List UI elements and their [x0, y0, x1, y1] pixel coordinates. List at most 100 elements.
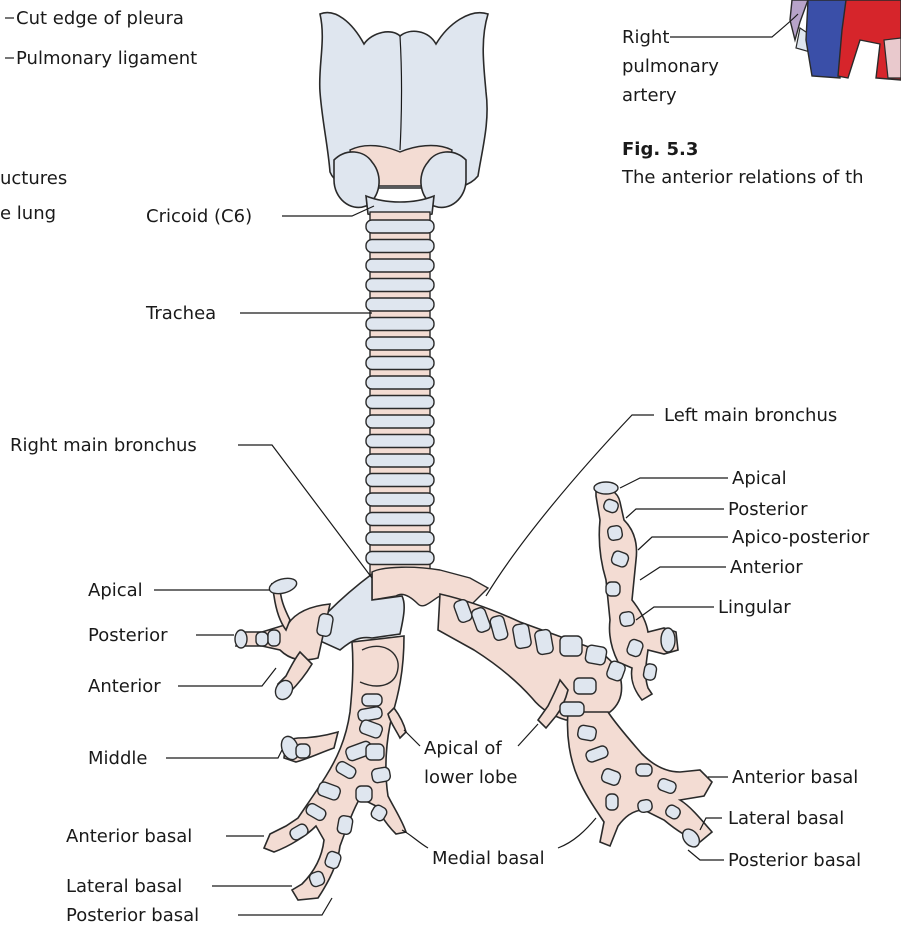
cartilage-plate [256, 632, 268, 646]
leader-right-posterior-basal [238, 898, 332, 915]
label-structures-fragment-1: uctures [0, 168, 67, 189]
tracheal-ring [366, 415, 434, 428]
cartilage-plate [606, 582, 620, 596]
label-trachea: Trachea [145, 303, 216, 324]
leader-left-posterior [626, 509, 724, 518]
label-left-posterior-basal: Posterior basal [728, 850, 861, 871]
cartilage-plate [637, 799, 653, 813]
leader-right-pulmonary-artery [670, 14, 798, 37]
cartilage-plate [577, 725, 597, 742]
cartilage-plate [643, 663, 658, 681]
tracheal-ring [366, 279, 434, 292]
label-middle: Middle [88, 748, 147, 769]
figure-caption: The anterior relations of th [621, 167, 864, 188]
label-right-apical: Apical [88, 580, 143, 601]
label-left-posterior: Posterior [728, 499, 808, 520]
tracheal-ring [366, 435, 434, 448]
cartilage-plate [534, 629, 554, 655]
left-apical-ring [594, 482, 618, 494]
label-left-main-bronchus: Left main bronchus [664, 405, 837, 426]
label-medial-basal: Medial basal [432, 848, 545, 869]
tracheal-ring [366, 454, 434, 467]
cartilage-plate [636, 764, 652, 776]
cartilage-plate [337, 815, 354, 835]
leader-apical-lower-left [518, 724, 538, 746]
tracheal-ring [366, 357, 434, 370]
leader-medial-basal-right [402, 830, 428, 848]
cartilage-plate [356, 786, 372, 802]
label-apico-posterior: Apico-posterior [732, 527, 870, 548]
label-structures-fragment-2: e lung [0, 203, 56, 224]
cartilage-plate [606, 794, 618, 810]
trachea [366, 212, 434, 580]
label-left-apical: Apical [732, 468, 787, 489]
label-artery-line1: Right [622, 27, 669, 48]
right-bronchus-loop [360, 646, 398, 686]
right-segment-labels: Apical Posterior Anterior Middle Anterio… [66, 580, 199, 926]
cartilage-plate [316, 613, 334, 637]
cartilage-plate [585, 644, 608, 665]
label-cut-edge: Cut edge of pleura [16, 8, 184, 29]
tracheal-ring [366, 396, 434, 409]
leader-right-anterior [178, 668, 276, 686]
tracheal-ring [366, 532, 434, 545]
right-bronchial-tree [235, 574, 406, 900]
right-posterior-ring [235, 630, 247, 648]
label-apical-lower-1: Apical of [424, 738, 502, 759]
tracheal-ring [366, 259, 434, 272]
left-lingular-ring [661, 628, 675, 652]
tracheal-ring [366, 552, 434, 565]
tracheal-ring [366, 376, 434, 389]
label-right-anterior: Anterior [88, 676, 161, 697]
leader-apico-posterior [638, 537, 728, 550]
cartilage-plate [296, 744, 310, 758]
leader-middle [166, 750, 282, 758]
label-right-anterior-basal: Anterior basal [66, 826, 192, 847]
label-apical-lower-2: lower lobe [424, 767, 517, 788]
center-labels: Apical of lower lobe Medial basal [424, 738, 545, 869]
label-right-posterior-basal: Posterior basal [66, 905, 199, 926]
label-right-lateral-basal: Lateral basal [66, 876, 182, 897]
tracheal-ring [366, 474, 434, 487]
top-left-labels: Cut edge of pleura Pulmonary ligament uc… [0, 8, 197, 224]
leader-left-posterior-basal [688, 850, 724, 860]
label-left-lateral-basal: Lateral basal [728, 808, 844, 829]
tracheal-ring [366, 493, 434, 506]
tracheal-ring [366, 513, 434, 526]
label-pulmonary-ligament: Pulmonary ligament [16, 48, 197, 69]
left-segment-labels: Apical Posterior Apico-posterior Anterio… [718, 468, 870, 871]
vessel-inset [790, 0, 901, 80]
tracheal-ring [366, 240, 434, 253]
leader-left-anterior [640, 567, 726, 580]
label-cricoid: Cricoid (C6) [146, 206, 252, 227]
cartilage-plate [607, 525, 623, 541]
tracheal-ring [366, 337, 434, 350]
cartilage-plate [560, 702, 584, 716]
cartilage-plate [512, 623, 532, 649]
cartilage-plate [560, 636, 582, 656]
leader-right-main-bronchus [238, 445, 372, 578]
cartilage-plate [366, 744, 384, 760]
tracheal-ring [366, 318, 434, 331]
cartilage-plate [574, 678, 596, 694]
leader-apical-lower-right [404, 730, 420, 746]
tracheal-ring [366, 220, 434, 233]
label-artery-line2: pulmonary [622, 56, 719, 77]
cartilage-plate [371, 767, 391, 784]
leader-medial-basal-left [558, 818, 596, 848]
figure-number: Fig. 5.3 [622, 139, 698, 160]
label-right-main-bronchus: Right main bronchus [10, 435, 197, 456]
leader-lingular [636, 607, 714, 620]
cartilage-plate [619, 611, 635, 627]
label-right-posterior: Posterior [88, 625, 168, 646]
label-artery-line3: artery [622, 85, 677, 106]
right-apical-ring [268, 576, 299, 597]
leader-left-apical [620, 478, 728, 488]
label-left-anterior-basal: Anterior basal [732, 767, 858, 788]
label-lingular: Lingular [718, 597, 791, 618]
tracheal-ring [366, 298, 434, 311]
larynx [320, 13, 488, 219]
cartilage-plate [268, 630, 280, 646]
